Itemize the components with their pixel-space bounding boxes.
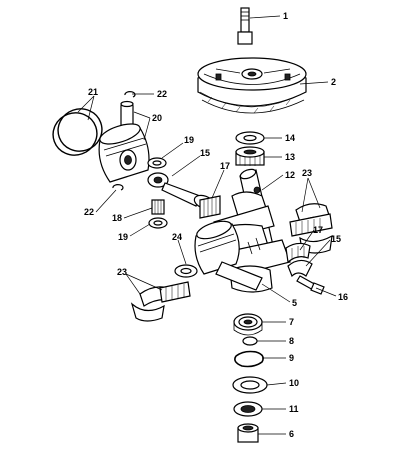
part-piston-assembly-lower <box>194 220 263 291</box>
callout-labels: 1 2 22 21 20 14 13 19 15 17 12 23 22 18 … <box>84 11 348 439</box>
part-crankshaft <box>207 168 291 293</box>
part-needle-bearing-top <box>235 146 265 166</box>
part-piston <box>98 123 150 183</box>
part-bearing-cage-lower <box>285 242 311 264</box>
part-clip-lower <box>112 184 124 191</box>
callout-label: 2 <box>331 77 336 87</box>
callout-label: 8 <box>289 336 294 346</box>
callout-label: 16 <box>338 292 348 302</box>
part-cover <box>197 57 307 114</box>
callout-label: 23 <box>302 168 312 178</box>
part-o-ring <box>242 336 258 346</box>
callout-label: 23 <box>117 267 127 277</box>
callout-label: 10 <box>289 378 299 388</box>
part-needle-bearing-small <box>151 199 165 215</box>
part-cap-screw <box>296 275 325 295</box>
callout-label: 22 <box>157 89 167 99</box>
part-seal-carrier <box>232 376 268 394</box>
part-snap-ring <box>234 350 264 368</box>
part-washer-crank <box>174 264 198 278</box>
part-connecting-rod-cap <box>287 259 313 278</box>
callout-label: 7 <box>289 317 294 327</box>
callout-label: 13 <box>285 152 295 162</box>
leader-lines <box>77 15 337 435</box>
callout-label: 20 <box>152 113 162 123</box>
part-ball-bearing <box>233 313 263 336</box>
callout-label: 15 <box>331 234 341 244</box>
callout-label: 14 <box>285 133 295 143</box>
callout-label: 17 <box>313 225 323 235</box>
callout-label: 9 <box>289 353 294 363</box>
part-split-cage-left <box>130 281 191 322</box>
callout-label: 5 <box>292 298 297 308</box>
callout-label: 22 <box>84 207 94 217</box>
part-bushing <box>237 423 259 443</box>
part-washer-upper <box>147 157 167 169</box>
part-bearing-cage-upper <box>199 195 221 219</box>
callout-label: 24 <box>172 232 182 242</box>
callout-label: 15 <box>200 148 210 158</box>
callout-label: 18 <box>112 213 122 223</box>
part-piston-rings <box>52 108 103 156</box>
callout-label: 21 <box>88 87 98 97</box>
part-oil-seal <box>233 401 263 417</box>
part-bolt <box>237 7 253 45</box>
part-washer-top <box>235 131 265 145</box>
part-clip-upper <box>124 91 136 98</box>
callout-label: 6 <box>289 429 294 439</box>
callout-label: 1 <box>283 11 288 21</box>
callout-label: 11 <box>289 404 299 414</box>
part-connecting-rod-upper <box>147 172 215 210</box>
part-split-cage-right <box>289 203 333 254</box>
callout-label: 12 <box>285 170 295 180</box>
callout-label: 17 <box>220 161 230 171</box>
part-washer-lower <box>148 217 168 229</box>
callout-label: 19 <box>118 232 128 242</box>
callout-label: 19 <box>184 135 194 145</box>
